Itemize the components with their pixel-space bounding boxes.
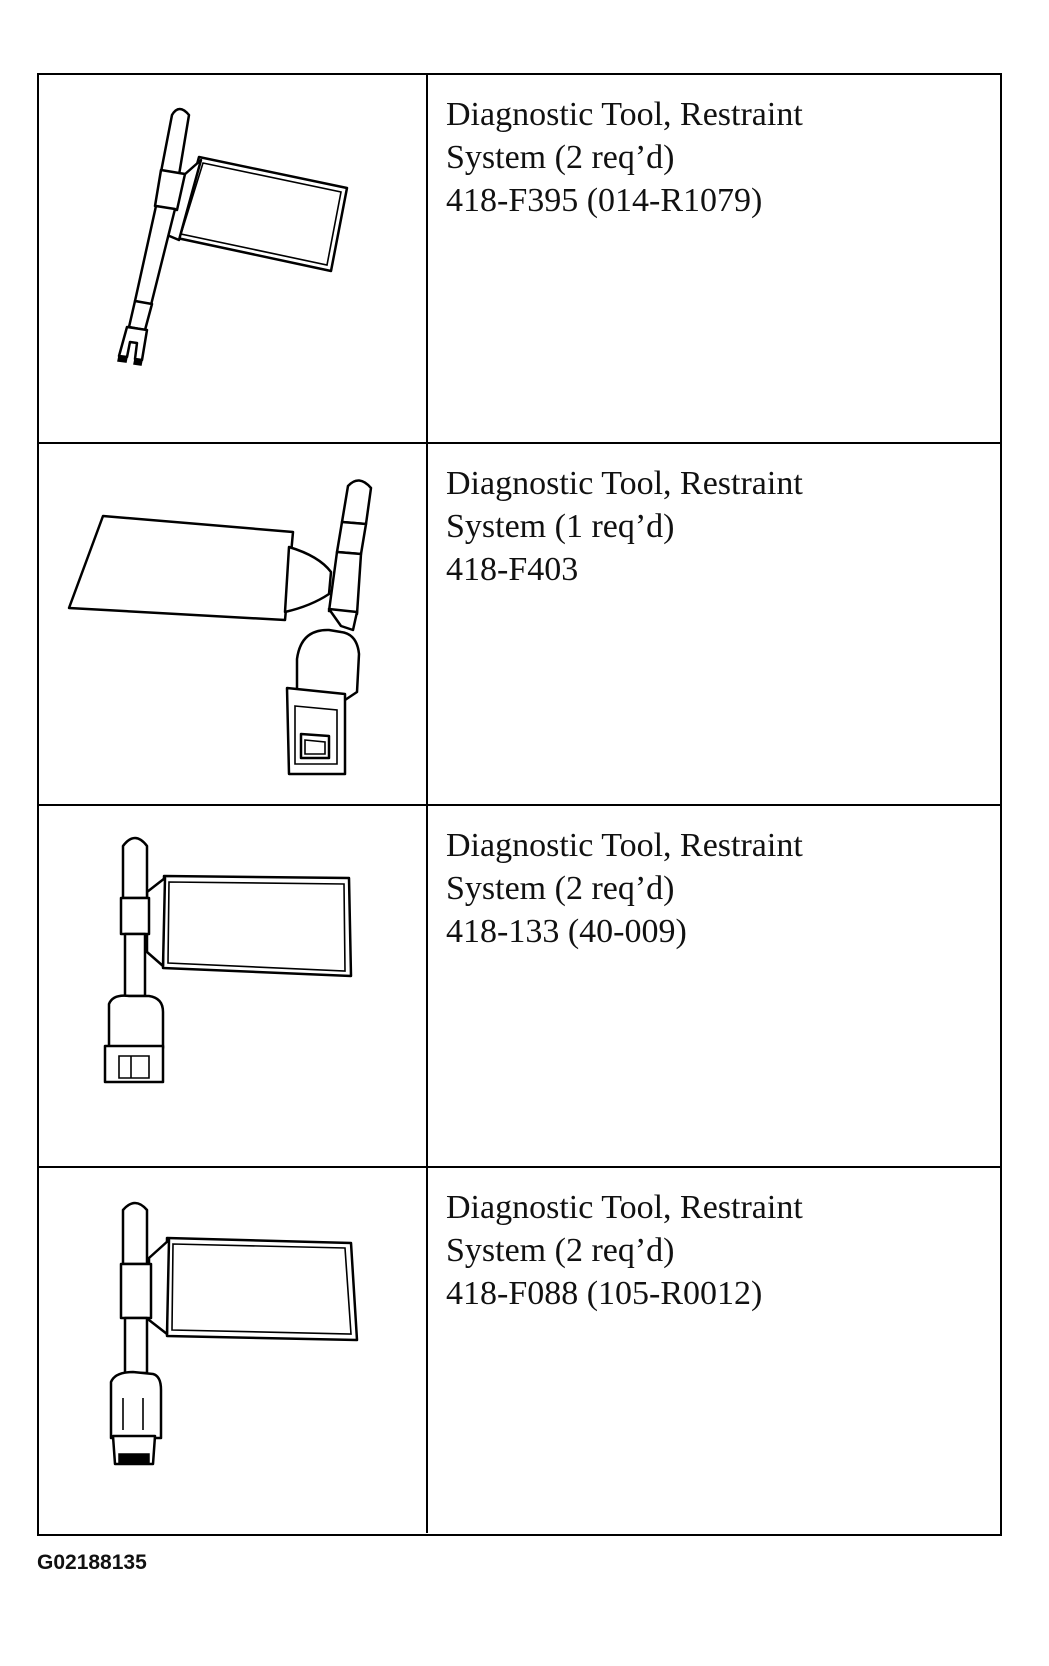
tool-name-line2: System (1 req’d) — [446, 508, 675, 545]
special-tools-table: Diagnostic Tool, Restraint System (2 req… — [37, 73, 1002, 1536]
tool-name-line1: Diagnostic Tool, Restraint — [446, 465, 803, 502]
column-divider — [426, 444, 428, 804]
diagnostic-tool-flag-connector-icon — [103, 836, 353, 1084]
tool-name-line2: System (2 req’d) — [446, 1232, 675, 1269]
tool-row: Diagnostic Tool, Restraint System (2 req… — [39, 804, 1000, 1166]
tool-illustration-cell — [39, 806, 425, 1166]
tool-description: Diagnostic Tool, Restraint System (2 req… — [446, 824, 990, 953]
column-divider — [426, 75, 428, 442]
tool-part-number: 418-F395 (014-R1079) — [446, 182, 763, 219]
tool-name-line1: Diagnostic Tool, Restraint — [446, 827, 803, 864]
tool-row: Diagnostic Tool, Restraint System (1 req… — [39, 442, 1000, 804]
tool-part-number: 418-133 (40-009) — [446, 913, 687, 950]
tool-description: Diagnostic Tool, Restraint System (2 req… — [446, 1186, 990, 1315]
tool-name-line1: Diagnostic Tool, Restraint — [446, 1189, 803, 1226]
tool-illustration-cell — [39, 444, 425, 804]
figure-id: G02188135 — [37, 1551, 147, 1574]
tool-name-line2: System (2 req’d) — [446, 139, 675, 176]
column-divider — [426, 806, 428, 1166]
column-divider — [426, 1168, 428, 1533]
tool-illustration-cell — [39, 1168, 425, 1533]
diagnostic-tool-flag-fork-tip-icon — [117, 107, 349, 366]
diagnostic-tool-flag-plug-icon — [109, 1201, 359, 1466]
tool-row: Diagnostic Tool, Restraint System (2 req… — [39, 1166, 1000, 1533]
tool-description: Diagnostic Tool, Restraint System (1 req… — [446, 462, 990, 591]
tool-name-line1: Diagnostic Tool, Restraint — [446, 96, 803, 133]
tool-description: Diagnostic Tool, Restraint System (2 req… — [446, 93, 990, 222]
tool-part-number: 418-F088 (105-R0012) — [446, 1275, 763, 1312]
tool-row: Diagnostic Tool, Restraint System (2 req… — [39, 75, 1000, 442]
tool-name-line2: System (2 req’d) — [446, 870, 675, 907]
tool-part-number: 418-F403 — [446, 551, 579, 588]
tool-illustration-cell — [39, 75, 425, 442]
diagnostic-tool-connector-icon — [67, 479, 373, 776]
